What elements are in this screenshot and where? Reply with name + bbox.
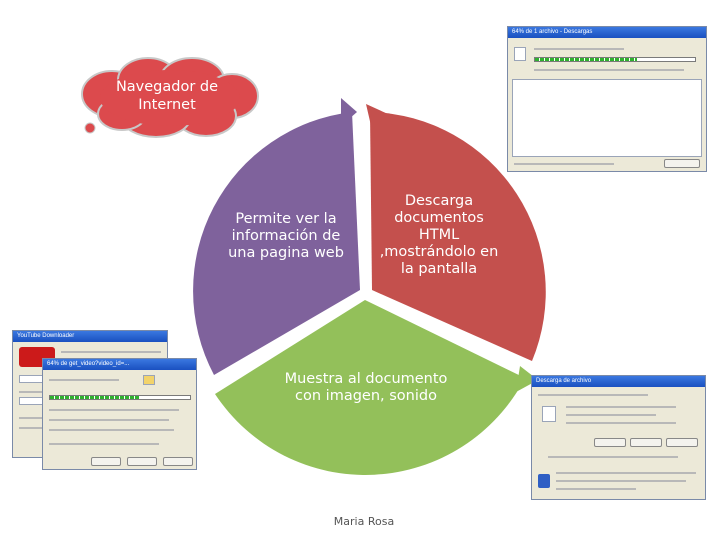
- youtube-downloader-title: YouTube Downloader: [13, 331, 167, 342]
- save-file-button[interactable]: [630, 438, 662, 447]
- segment-bottom-shape: [215, 300, 525, 475]
- open-button[interactable]: [91, 457, 121, 466]
- file-download-dialog-screenshot: Descarga de archivo: [531, 375, 706, 500]
- cloud-label: Navegador de Internet: [115, 79, 219, 113]
- segment-top-right-shape: [370, 112, 546, 361]
- open-folder-button[interactable]: [127, 457, 157, 466]
- segment-bottom-label: Muestra al documento con imagen, sonido: [284, 371, 448, 404]
- footer-author: Maria Rosa: [333, 515, 395, 528]
- segment-top-left-label: Permite ver la información de una pagina…: [228, 211, 344, 261]
- cancel-button[interactable]: [664, 159, 700, 168]
- segment-top-right-label: Descarga documentos HTML ,mostrándolo en…: [379, 193, 499, 277]
- download-dialog-screenshot: 64% de 1 archivo - Descargas: [507, 26, 707, 172]
- file-download-progress-title: 64% de get_video?video_id=...: [43, 359, 196, 370]
- cancel-download-button[interactable]: [163, 457, 193, 466]
- file-icon: [514, 47, 526, 61]
- download-dialog-title: 64% de 1 archivo - Descargas: [508, 27, 706, 38]
- file-download-progress-screenshot: 64% de get_video?video_id=...: [42, 358, 197, 470]
- cloud-shape: [81, 57, 259, 138]
- arrow-head-top-right: [366, 104, 388, 130]
- document-icon: [542, 406, 556, 422]
- open-file-button[interactable]: [594, 438, 626, 447]
- cancel-file-button[interactable]: [666, 438, 698, 447]
- file-download-dialog-title: Descarga de archivo: [532, 376, 705, 387]
- folder-icon: [143, 375, 155, 385]
- arrow-head-top-left: [341, 98, 357, 126]
- segment-top-left-shape: [193, 112, 360, 375]
- shield-icon: [538, 474, 550, 488]
- arrow-head-bottom: [516, 366, 538, 392]
